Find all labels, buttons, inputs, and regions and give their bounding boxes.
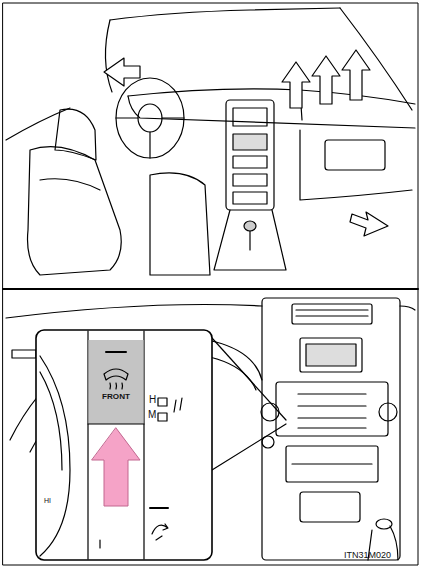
gauge-label: HI [44,497,51,504]
mode-label: H [149,395,156,405]
outer-frame [3,3,418,565]
airflow-arrows [104,50,388,236]
car-interior [6,8,415,275]
zoom-inset [36,330,212,560]
button-text: FRONT [89,392,143,401]
mode-label: M [148,410,156,420]
divider [3,288,418,290]
press-arrow [92,428,140,506]
defroster-button: FRONT [89,392,143,401]
button-highlight [89,340,144,424]
figure-code: ITN31M020 [344,551,391,560]
dashboard [6,298,415,560]
